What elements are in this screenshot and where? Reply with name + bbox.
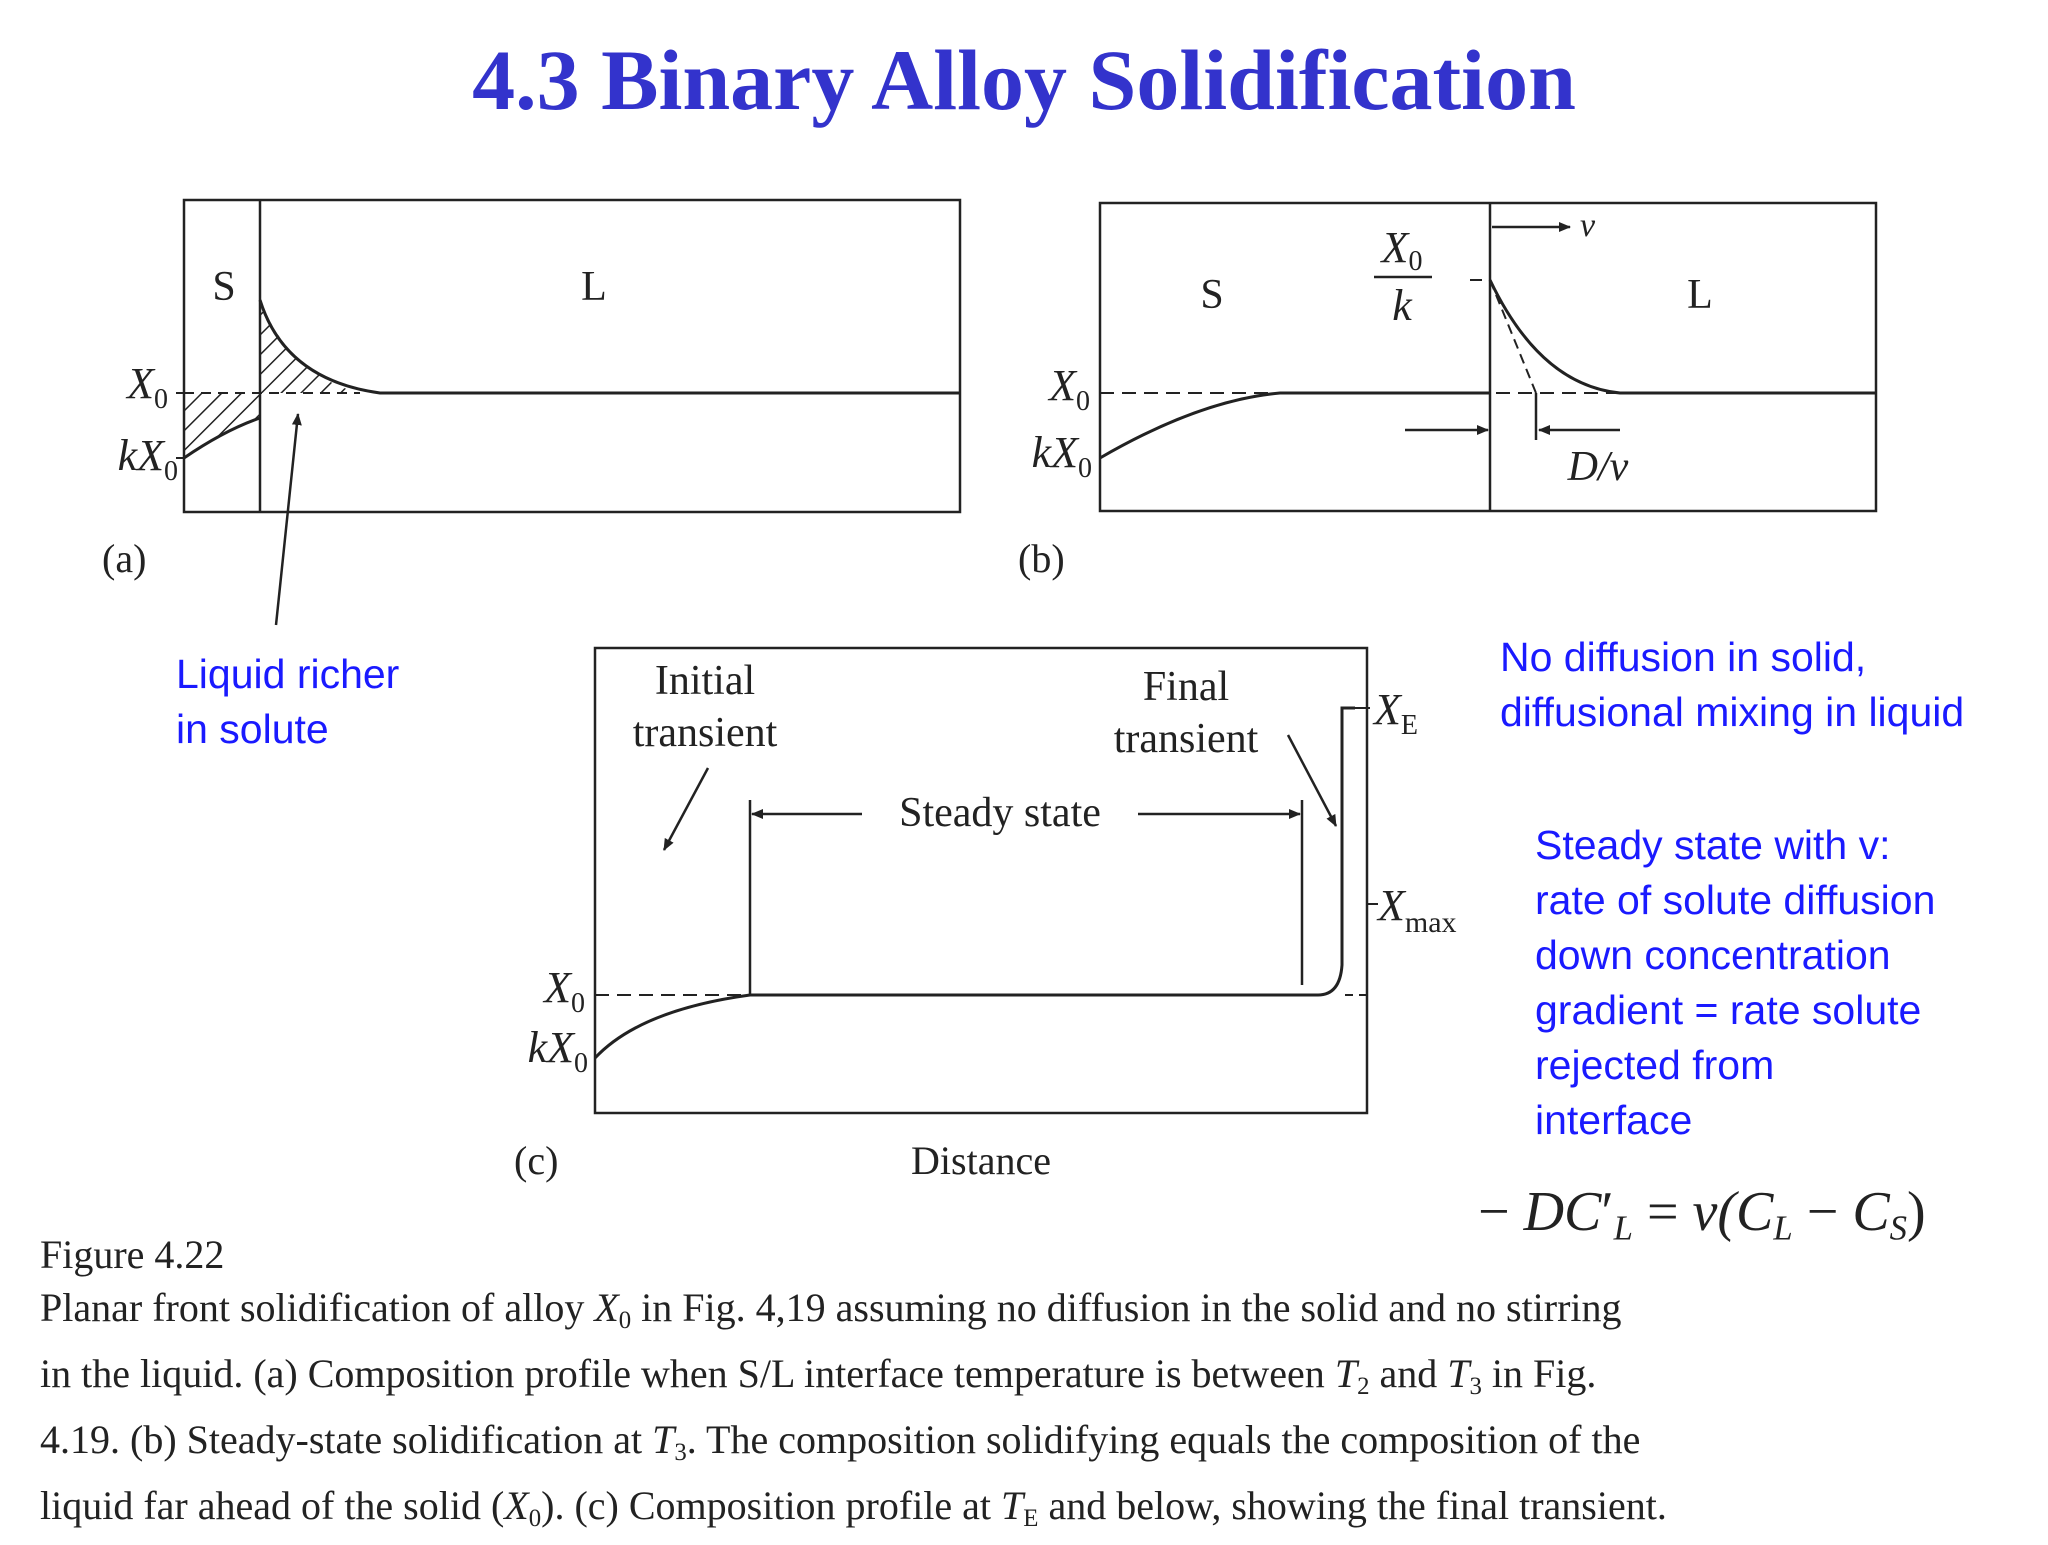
panel-a-note-arrow <box>274 413 302 626</box>
panel-a-liquid-label: L <box>581 264 607 310</box>
caption-line4: liquid far ahead of the solid (X0). (c) … <box>40 1482 1667 1532</box>
eq-minus: − <box>1478 1181 1510 1243</box>
eq-equals: = <box>1646 1181 1679 1243</box>
eq-dc: DC <box>1523 1181 1602 1243</box>
note-no-diffusion-line1: No diffusion in solid, <box>1500 634 1867 680</box>
panel-a-solid-profile <box>183 416 261 460</box>
panel-c-final-1: Final <box>1143 664 1229 710</box>
note-liquid-richer: Liquid richer in solute <box>176 647 399 757</box>
panel-b-label: (b) <box>1018 536 1065 581</box>
eq-v: v(C <box>1692 1181 1774 1243</box>
panel-c: Steady state Initial transient Final tra… <box>514 646 1457 1183</box>
panel-b-liquid-profile <box>1488 279 1876 395</box>
panel-a: S L X0 kX0 (a) <box>102 198 962 626</box>
panel-b-kx0-label: kX0 <box>1032 428 1092 484</box>
page-title: 4.3 Binary Alloy Solidification <box>472 32 1576 128</box>
panel-c-profile <box>593 706 1355 1060</box>
flux-balance-equation: − DC′L = v(CL − CS) <box>1478 1180 1926 1249</box>
note-steady-line4: gradient = rate solute <box>1535 987 1922 1033</box>
note-steady-line1: Steady state with v: <box>1535 822 1891 868</box>
note-no-diffusion-line2: diffusional mixing in liquid <box>1500 689 1965 735</box>
note-steady-line5: rejected from <box>1535 1042 1775 1088</box>
panel-a-solid-label: S <box>212 264 235 310</box>
caption-heading: Figure 4.22 <box>40 1232 225 1277</box>
panel-a-frame <box>182 198 962 514</box>
panel-c-final-arrow <box>1286 734 1338 827</box>
panel-a-solid-hatch-region <box>184 393 260 458</box>
panel-c-xe-label: XE <box>1372 685 1418 741</box>
eq-cs-sub: S <box>1889 1208 1908 1248</box>
panel-a-label: (a) <box>102 536 146 581</box>
panel-b: D/v v X0 k S L X0 kX0 (b) <box>1018 201 1878 581</box>
caption-line2: in the liquid. (a) Composition profile w… <box>40 1350 1597 1400</box>
note-liquid-richer-line2: in solute <box>176 706 329 752</box>
panel-c-label: (c) <box>514 1138 558 1183</box>
panel-c-steady-label: Steady state <box>899 790 1101 836</box>
panel-c-frame <box>593 646 1369 1115</box>
eq-lhs-sub: L <box>1613 1208 1633 1248</box>
panel-a-liquid-hatch-region <box>260 300 360 393</box>
panel-b-solid-profile <box>1099 391 1490 460</box>
panel-b-tangent <box>1489 279 1537 394</box>
panel-c-initial-2: transient <box>633 710 778 756</box>
panel-c-xmax-label: Xmax <box>1376 881 1457 939</box>
panel-b-x0-label: X0 <box>1047 361 1090 417</box>
panel-c-final-2: transient <box>1114 716 1259 762</box>
note-steady-line6: interface <box>1535 1097 1693 1143</box>
panel-b-dv-label: D/v <box>1567 444 1629 490</box>
panel-b-solid-label: S <box>1200 272 1223 318</box>
panel-b-velocity-label: v <box>1580 207 1596 244</box>
panel-c-x0-label: X0 <box>542 963 585 1019</box>
panel-b-liquid-label: L <box>1687 272 1713 318</box>
note-no-diffusion: No diffusion in solid, diffusional mixin… <box>1500 630 1964 740</box>
note-steady-state: Steady state with v: rate of solute diff… <box>1535 818 1935 1148</box>
panel-c-initial-arrow <box>662 767 710 851</box>
caption-line1: Planar front solidification of alloy X0 … <box>40 1285 1622 1334</box>
eq-cl-sub: L <box>1773 1208 1793 1248</box>
eq-cs: C <box>1852 1181 1890 1243</box>
panel-a-liquid-profile <box>258 299 960 395</box>
eq-prime: ′ <box>1601 1181 1614 1243</box>
panel-c-initial-1: Initial <box>655 658 755 704</box>
panel-b-frame <box>1098 201 1878 513</box>
figure-caption: Figure 4.22 Planar front solidification … <box>40 1228 2020 1545</box>
panel-b-frac-num: X0 <box>1380 223 1423 277</box>
panel-a-x0-label: X0 <box>125 359 168 415</box>
panel-a-kx0-label: kX0 <box>118 431 178 487</box>
panel-c-xaxis-label: Distance <box>911 1138 1051 1183</box>
panel-c-kx0-label: kX0 <box>528 1023 588 1079</box>
caption-line3: 4.19. (b) Steady-state solidification at… <box>40 1416 1641 1466</box>
panel-b-frac-den: k <box>1392 281 1413 330</box>
note-liquid-richer-line1: Liquid richer <box>176 651 400 697</box>
eq-minus-2: − <box>1806 1181 1839 1243</box>
note-steady-line3: down concentration <box>1535 932 1891 978</box>
eq-close: ) <box>1907 1181 1926 1243</box>
note-steady-line2: rate of solute diffusion <box>1535 877 1936 923</box>
